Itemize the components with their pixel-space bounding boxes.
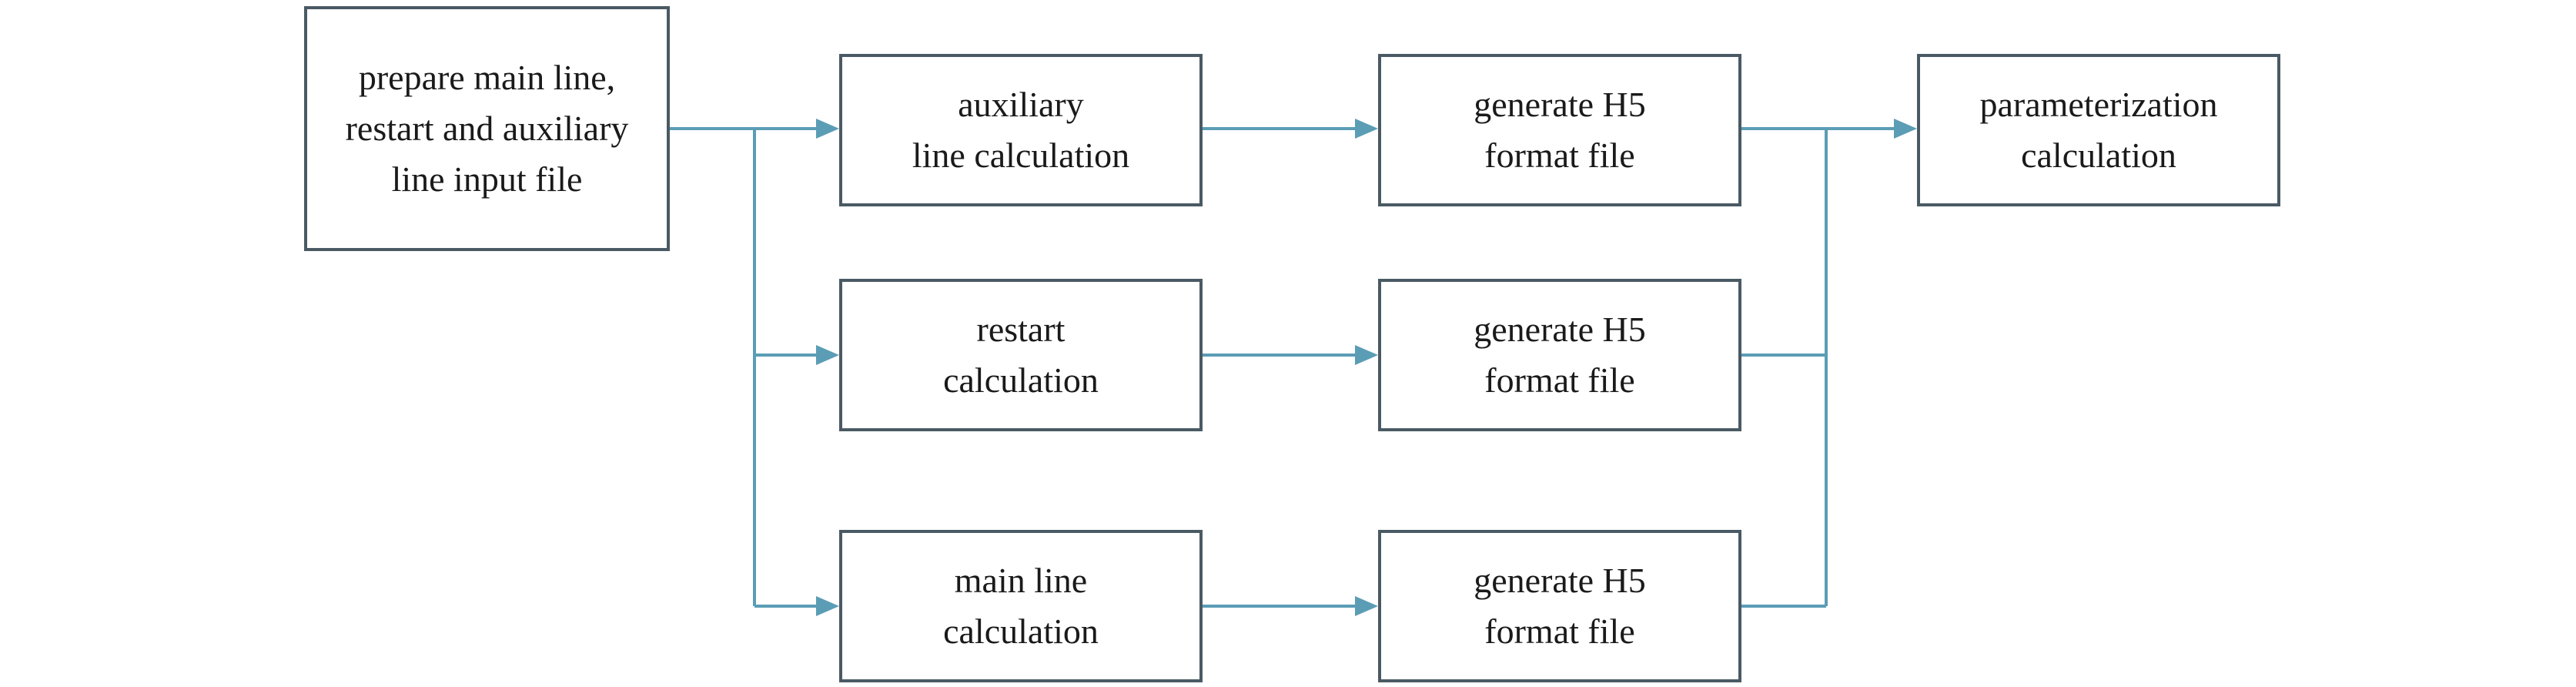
generate-h5-top-line-2: format file [1484, 136, 1635, 175]
main-line-calculation-line-2: calculation [943, 612, 1099, 651]
auxiliary-calculation-line-2: line calculation [912, 136, 1130, 175]
generate-h5-middle-label: generate H5 format file [1474, 304, 1646, 406]
arrowhead-to-restart [816, 345, 839, 365]
main-line-calculation-box: main line calculation [839, 530, 1203, 682]
prepare-input-line-3: line input file [391, 159, 583, 199]
main-line-calculation-label: main line calculation [943, 555, 1099, 657]
generate-h5-middle-line-2: format file [1484, 360, 1635, 400]
parameterization-calculation-line-1: parameterization [1979, 85, 2218, 124]
arrowhead-to-parameterization [1894, 119, 1917, 139]
generate-h5-middle-box: generate H5 format file [1378, 279, 1741, 431]
generate-h5-top-box: generate H5 format file [1378, 54, 1741, 206]
parameterization-calculation-box: parameterization calculation [1917, 54, 2280, 206]
arrowhead-to-auxiliary [816, 119, 839, 139]
parameterization-calculation-label: parameterization calculation [1979, 79, 2217, 181]
auxiliary-calculation-box: auxiliary line calculation [839, 54, 1203, 206]
restart-calculation-box: restart calculation [839, 279, 1203, 431]
main-line-calculation-line-1: main line [954, 561, 1088, 600]
arrowhead-to-main-line [816, 596, 839, 616]
restart-calculation-line-2: calculation [943, 360, 1099, 400]
generate-h5-bottom-label: generate H5 format file [1474, 555, 1646, 657]
auxiliary-calculation-label: auxiliary line calculation [912, 79, 1129, 181]
generate-h5-bottom-line-2: format file [1484, 612, 1635, 651]
prepare-input-line-1: prepare main line, [358, 58, 616, 97]
prepare-input-line-2: restart and auxiliary [345, 109, 629, 148]
generate-h5-bottom-box: generate H5 format file [1378, 530, 1741, 682]
generate-h5-bottom-line-1: generate H5 [1474, 561, 1646, 600]
prepare-input-box: prepare main line, restart and auxiliary… [304, 6, 670, 251]
generate-h5-top-label: generate H5 format file [1474, 79, 1646, 181]
generate-h5-top-line-1: generate H5 [1474, 85, 1646, 124]
arrowhead-restart-to-h5 [1355, 345, 1378, 365]
restart-calculation-label: restart calculation [943, 304, 1099, 406]
prepare-input-label: prepare main line, restart and auxiliary… [346, 52, 629, 205]
arrowhead-auxiliary-to-h5 [1355, 119, 1378, 139]
restart-calculation-line-1: restart [976, 310, 1066, 349]
auxiliary-calculation-line-1: auxiliary [958, 85, 1084, 124]
arrowhead-main-line-to-h5 [1355, 596, 1378, 616]
generate-h5-middle-line-1: generate H5 [1474, 310, 1646, 349]
parameterization-calculation-line-2: calculation [2021, 136, 2176, 175]
